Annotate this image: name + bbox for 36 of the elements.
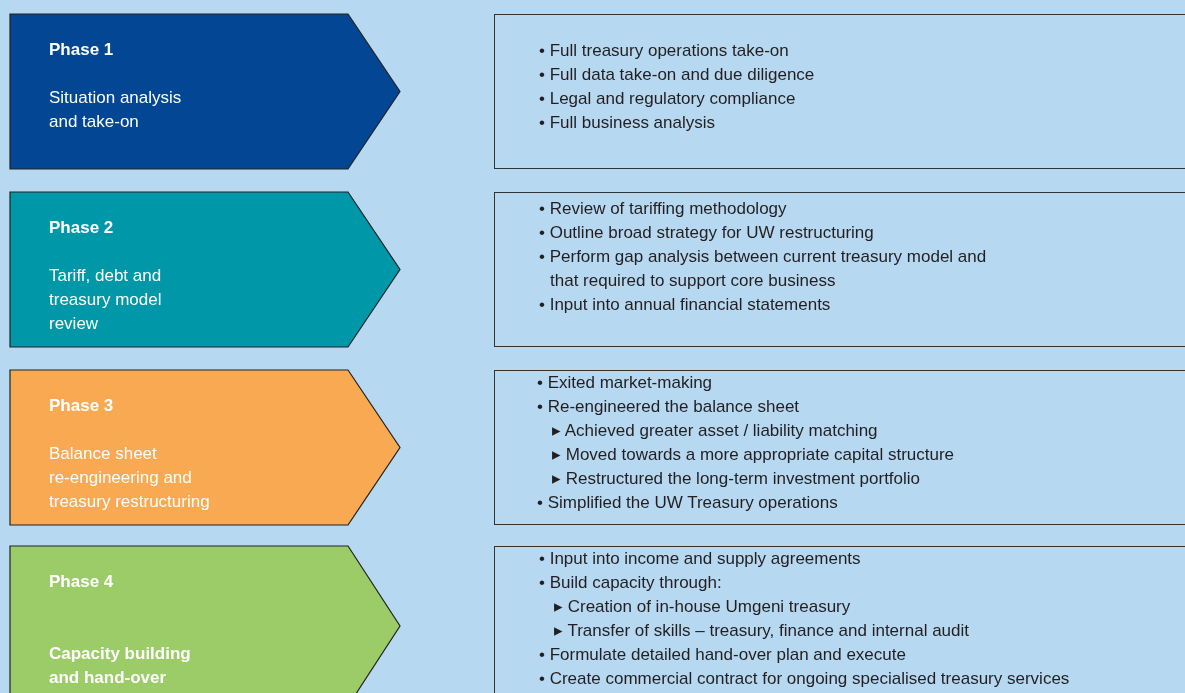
- details-panel: [494, 546, 1185, 693]
- phase-description: Situation analysis and take-on: [49, 87, 183, 133]
- bullet-item: • Outline broad strategy for UW restructuring: [539, 222, 874, 244]
- bullet-item: ▸ Creation of in-house Umgeni treasury: [554, 596, 851, 618]
- phase-description: Tariff, debt and treasury model review: [49, 265, 163, 335]
- bullet-item: • Full data take-on and due diligence: [539, 64, 815, 86]
- phase-description: Balance sheet re-engineering and treasury restructuring: [49, 443, 211, 513]
- bullet-item: • Perform gap analysis between current treasury model and that required to support core business: [539, 246, 988, 292]
- bullet-item: • Input into annual financial statements: [539, 294, 831, 316]
- bullet-item: • Review of tariffing methodology: [539, 198, 787, 220]
- bullet-item: • Input into income and supply agreements: [539, 548, 861, 570]
- bullet-item: • Build capacity through:: [539, 572, 722, 594]
- bullet-item: • Simplified the UW Treasury operations: [537, 492, 838, 514]
- bullet-item: ▸ Moved towards a more appropriate capital structure: [552, 444, 955, 466]
- details-panel: [494, 192, 1185, 347]
- phase-heading: Phase 4: [49, 571, 114, 593]
- bullet-item: ▸ Achieved greater asset / liability matching: [552, 420, 878, 442]
- phase-panel: [10, 546, 402, 693]
- phase-heading: Phase 2: [49, 217, 114, 239]
- bullet-item: • Exited market-making: [537, 372, 713, 394]
- bullet-item: • Full treasury operations take-on: [539, 40, 789, 62]
- bullet-item: ▸ Restructured the long-term investment portfolio: [552, 468, 921, 490]
- bullet-item: • Re-engineered the balance sheet: [537, 396, 800, 418]
- bullet-item: • Formulate detailed hand-over plan and execute: [539, 644, 906, 666]
- bullet-item: • Legal and regulatory compliance: [539, 88, 796, 110]
- phase-panel: [10, 14, 402, 169]
- phase-panel: [10, 192, 402, 347]
- bullet-item: • Create commercial contract for ongoing specialised treasury services: [539, 668, 1070, 690]
- details-panel: [494, 14, 1185, 169]
- phase-panel: [10, 370, 402, 525]
- phase-heading: Phase 3: [49, 395, 114, 417]
- bullet-item: ▸ Transfer of skills – treasury, finance and internal audit: [554, 620, 969, 642]
- details-panel: [494, 370, 1185, 525]
- phase-description: Capacity building and hand-over: [49, 643, 192, 689]
- phase-heading: Phase 1: [49, 39, 114, 61]
- bullet-item: • Full business analysis: [539, 112, 716, 134]
